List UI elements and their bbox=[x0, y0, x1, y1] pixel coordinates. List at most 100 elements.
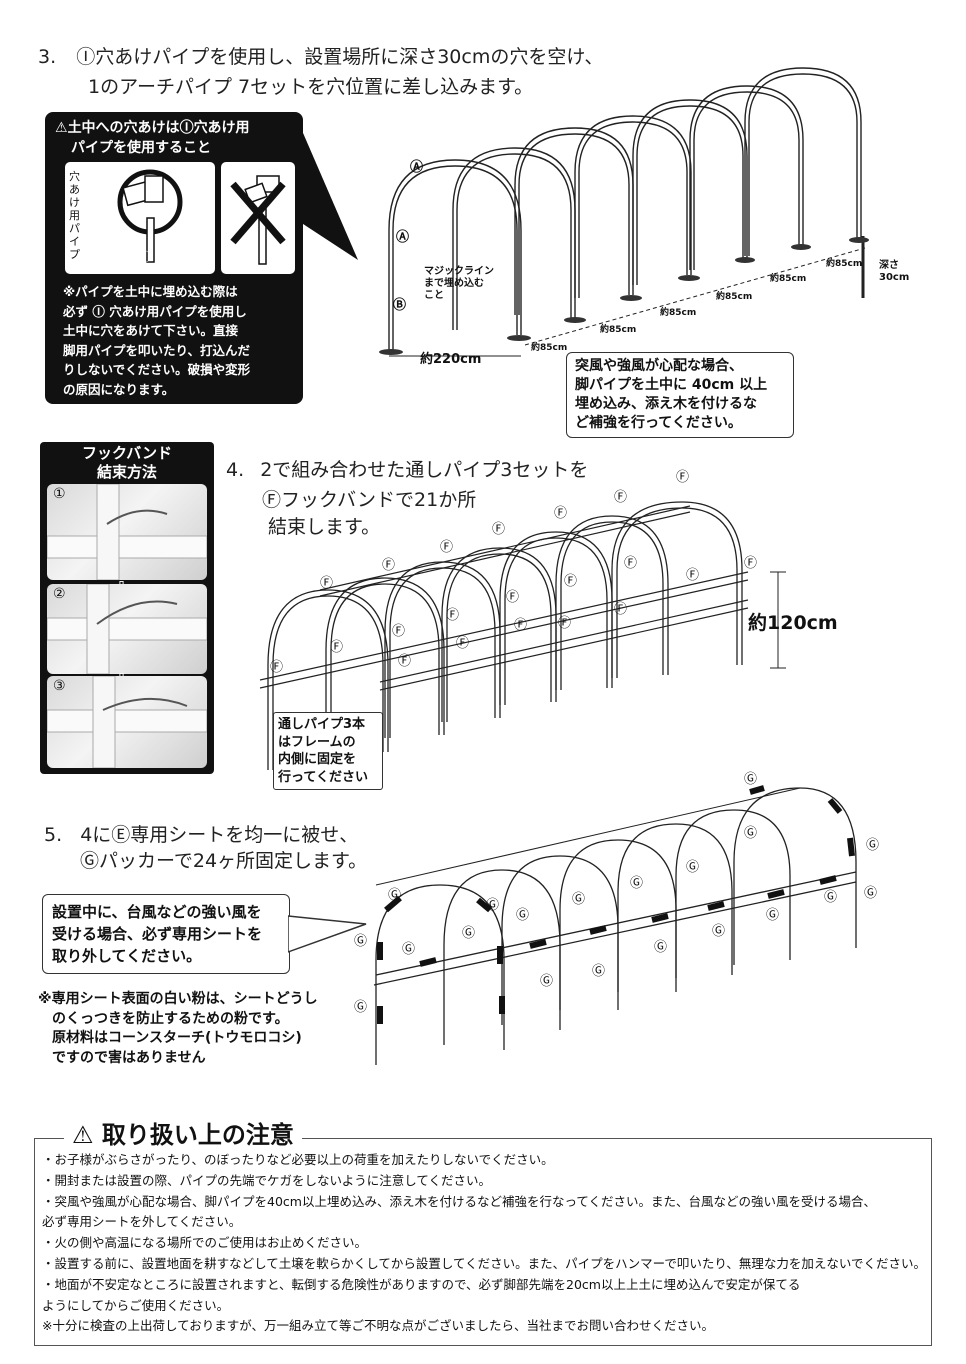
step3-line2: 1のアーチパイプ 7セットを穴位置に差し込みます。 bbox=[88, 76, 534, 98]
arch-width-label: 約220cm bbox=[420, 352, 482, 367]
step4-heading: 4. 2で組み合わせた通しパイプ3セットを bbox=[226, 459, 589, 481]
f-label: Ⓕ bbox=[446, 608, 460, 623]
inside-fix-note: 通しパイプ3本 はフレームの 内側に固定を 行ってください bbox=[273, 712, 383, 790]
caution-line: ・お子様がぶらさがったり、のぼったりなど必要以上の荷重を加えたりしないでください… bbox=[42, 1152, 554, 1167]
frame-with-pipes-diagram bbox=[259, 501, 786, 770]
g-label: Ⓖ bbox=[540, 974, 554, 989]
magic-line-note: マジックライン まで埋め込む こと bbox=[424, 266, 494, 301]
f-label: Ⓕ bbox=[624, 556, 638, 571]
mark-i-label: Ⓘ bbox=[139, 250, 152, 264]
step5-heading: 5. 4にⒺ専用シートを均一に被せ、 bbox=[44, 824, 359, 846]
f-label: Ⓕ bbox=[676, 470, 690, 485]
packer-clips bbox=[377, 785, 855, 1024]
caution-title: ⚠ 取り扱い上の注意 bbox=[64, 1118, 302, 1152]
f-label: Ⓕ bbox=[398, 654, 412, 669]
hookband-photo-3: ③ bbox=[47, 676, 207, 768]
g-label: Ⓖ bbox=[354, 1000, 368, 1015]
step5-number: 5. bbox=[44, 824, 63, 846]
caution-line: ようにしてからご使用ください。 bbox=[42, 1297, 230, 1313]
pipe-vertical-label: 穴あけ用パイプ bbox=[69, 170, 80, 261]
label-b: Ⓑ bbox=[393, 298, 407, 313]
caution-line: ・開封または設置の際、パイプの先端でケガをしないように注意してください。 bbox=[42, 1172, 492, 1188]
f-label: Ⓕ bbox=[614, 490, 628, 505]
g-label: Ⓖ bbox=[592, 964, 606, 979]
incorrect-usage-panel: Ⓑ bbox=[221, 162, 295, 274]
f-label: Ⓕ bbox=[506, 590, 520, 605]
caution-line: 必ず専用シートを外してください。 bbox=[42, 1214, 242, 1230]
step-1-marker: ① bbox=[53, 486, 66, 502]
f-label: Ⓕ bbox=[330, 640, 344, 655]
correct-pipe-drawing bbox=[117, 169, 183, 263]
spacing-5: 約85cm bbox=[770, 274, 807, 284]
f-label: Ⓕ bbox=[614, 602, 628, 617]
g-label: Ⓖ bbox=[744, 826, 758, 841]
hole-warning-box: ⚠土中への穴あけはⒾ穴あけ用 パイプを使用すること 穴あけ用パイプ Ⓘ Ⓑ ※パ… bbox=[45, 112, 303, 404]
f-label: Ⓕ bbox=[392, 624, 406, 639]
hookband-photo-2: ② bbox=[47, 584, 207, 674]
f-label: Ⓕ bbox=[382, 558, 396, 573]
caution-line: ・設置する前に、設置地面を耕すなどして土壌を軟らかくしてから設置してください。ま… bbox=[42, 1255, 927, 1271]
step5-line2: Ⓖパッカーで24ヶ所固定します。 bbox=[80, 850, 368, 872]
caution-line: ※十分に検査の上出荷しておりますが、万一組み立て等ご不明な点がございましたら、当… bbox=[42, 1318, 714, 1334]
step3-heading: 3. Ⓘ穴あけパイプを使用し、設置場所に深さ30cmの穴を空け、 bbox=[38, 42, 603, 72]
hookband-photo-1: ① bbox=[47, 484, 207, 580]
caution-line: ・突風や強風が心配な場合、脚パイプを40cm以上埋め込み、添え木を付けるなど補強… bbox=[42, 1193, 876, 1209]
typhoon-callout-pointer bbox=[288, 915, 367, 953]
hookband-panel: フックバンド 結束方法 ① ⇩ ② ⇩ ③ bbox=[40, 442, 214, 774]
spacing-4: 約85cm bbox=[716, 292, 753, 302]
spacing-6: 約85cm bbox=[826, 259, 863, 269]
g-label: Ⓖ bbox=[388, 888, 402, 903]
covered-frame-diagram bbox=[373, 785, 857, 1065]
g-label: Ⓖ bbox=[402, 942, 416, 957]
caution-box bbox=[34, 1138, 932, 1346]
spacing-3: 約85cm bbox=[660, 308, 697, 318]
g-label: Ⓖ bbox=[654, 940, 668, 955]
label-a-top: Ⓐ bbox=[410, 160, 424, 175]
f-label: Ⓕ bbox=[320, 576, 334, 591]
g-label: Ⓖ bbox=[462, 926, 476, 941]
incorrect-pipe-drawing bbox=[230, 175, 286, 265]
g-label: Ⓖ bbox=[572, 892, 586, 907]
spacing-1: 約85cm bbox=[531, 343, 568, 353]
height-label: 約120cm bbox=[748, 612, 838, 634]
powder-note: ※専用シート表面の白い粉は、シートどうし のくっつきを防止するための粉です。 原… bbox=[38, 991, 318, 1066]
arch-frame-diagram bbox=[379, 67, 869, 357]
step-2-marker: ② bbox=[53, 586, 66, 602]
caution-line: ・火の側や高温になる場所でのご使用はお止めください。 bbox=[42, 1235, 368, 1251]
mark-b-label: Ⓑ bbox=[269, 252, 282, 266]
g-label: Ⓖ bbox=[354, 934, 368, 949]
step4-number: 4. bbox=[226, 459, 245, 481]
g-label: Ⓖ bbox=[516, 908, 530, 923]
warning-triangle-icon: ⚠ bbox=[55, 120, 68, 136]
warning-callout-pointer bbox=[300, 126, 358, 260]
step3-number: 3. bbox=[38, 46, 57, 68]
f-label: Ⓕ bbox=[440, 540, 454, 555]
f-label: Ⓕ bbox=[492, 522, 506, 537]
warning-title: ⚠土中への穴あけはⒾ穴あけ用 パイプを使用すること bbox=[55, 120, 250, 156]
caution-line: ・地面が不安定なところに設置されますと、転倒する危険性がありますので、必ず脚部先… bbox=[42, 1276, 801, 1292]
warning-triangle-icon: ⚠ bbox=[72, 1121, 94, 1149]
step3-mark-i: Ⓘ bbox=[76, 46, 96, 68]
depth-label: 深さ 30cm bbox=[879, 260, 910, 283]
spacing-2: 約85cm bbox=[600, 325, 637, 335]
f-label: Ⓕ bbox=[554, 506, 568, 521]
g-label: Ⓖ bbox=[686, 860, 700, 875]
g-label: Ⓖ bbox=[712, 924, 726, 939]
warning-body: ※パイプを土中に埋め込む際は 必ず Ⓘ 穴あけ用パイプを使用し 土中に穴をあけて… bbox=[63, 284, 251, 397]
f-label: Ⓕ bbox=[564, 574, 578, 589]
label-a-side: Ⓐ bbox=[396, 230, 410, 245]
caution-list: ・お子様がぶらさがったり、のぼったりなど必要以上の荷重を加えたりしないでください… bbox=[42, 1150, 926, 1337]
f-label: Ⓕ bbox=[558, 616, 572, 631]
f-label: Ⓕ bbox=[270, 660, 284, 675]
g-label: Ⓖ bbox=[486, 898, 500, 913]
f-label: Ⓕ bbox=[744, 556, 758, 571]
hookband-title: フックバンド 結束方法 bbox=[81, 444, 172, 481]
f-label: Ⓕ bbox=[456, 636, 470, 651]
wind-reinforcement-note: 突風や強風が心配な場合、 脚パイプを土中に 40cm 以上 埋め込み、添え木を付… bbox=[566, 352, 794, 438]
g-label: Ⓖ bbox=[630, 876, 644, 891]
g-label: Ⓖ bbox=[766, 908, 780, 923]
g-label: Ⓖ bbox=[824, 890, 838, 905]
step4-line2: Ⓕフックバンドで21か所 bbox=[262, 489, 477, 511]
step-3-marker: ③ bbox=[53, 678, 66, 694]
g-label: Ⓖ bbox=[864, 886, 878, 901]
